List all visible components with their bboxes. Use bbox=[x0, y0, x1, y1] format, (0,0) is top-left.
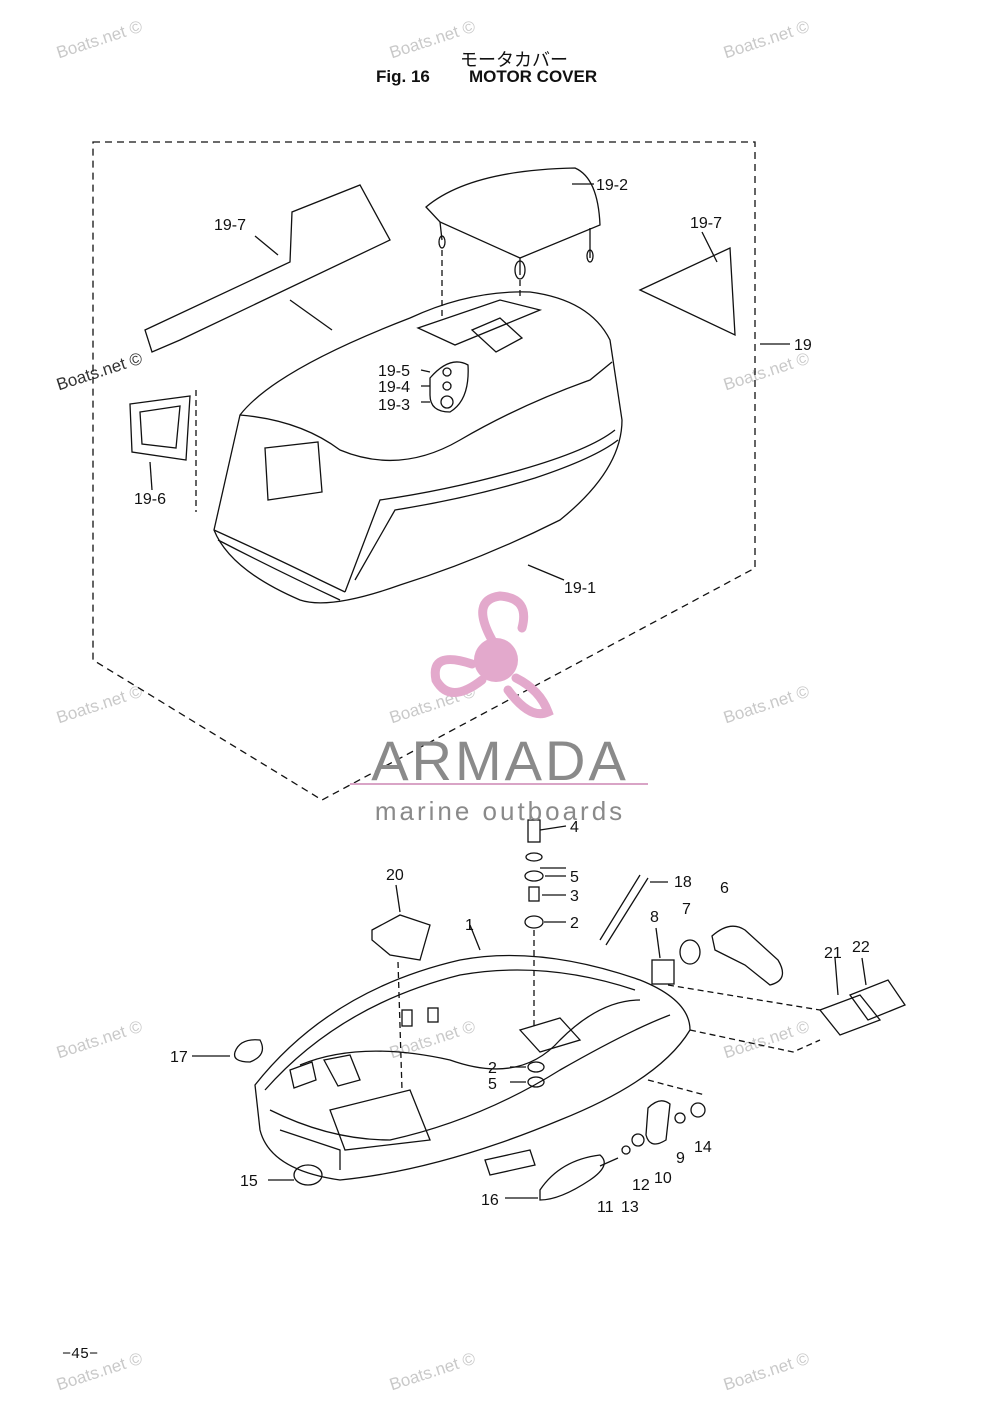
callout-4: 4 bbox=[570, 819, 579, 836]
brand-tagline: marine outboards bbox=[374, 796, 626, 826]
decal-right bbox=[638, 247, 736, 337]
callout-7: 7 bbox=[682, 901, 691, 918]
callout-17: 17 bbox=[170, 1049, 188, 1066]
brand-divider bbox=[350, 783, 648, 785]
assembly-boundary bbox=[92, 141, 756, 801]
title-japanese: モータカバー bbox=[460, 50, 568, 71]
callout-19-5: 19-5 bbox=[378, 363, 410, 380]
callout-18: 18 bbox=[674, 874, 692, 891]
callout-10: 10 bbox=[654, 1170, 672, 1187]
decal-left bbox=[144, 184, 391, 353]
callout-19-3: 19-3 bbox=[378, 397, 410, 414]
callout-13: 13 bbox=[621, 1199, 639, 1216]
callout-21: 21 bbox=[824, 945, 842, 962]
grommet bbox=[129, 395, 191, 461]
callout-2-bottom: 2 bbox=[488, 1060, 497, 1077]
callout-6: 6 bbox=[720, 880, 729, 897]
callout-1: 1 bbox=[465, 917, 474, 934]
callout-5-top: 5 bbox=[570, 869, 579, 886]
callout-19: 19 bbox=[794, 337, 812, 354]
callout-2-top: 2 bbox=[570, 915, 579, 932]
callout-14: 14 bbox=[694, 1139, 712, 1156]
callout-19-2: 19-2 bbox=[596, 177, 628, 194]
callout-16: 16 bbox=[481, 1192, 499, 1209]
callout-11: 11 bbox=[597, 1199, 614, 1216]
brand-name: ARMADA bbox=[371, 729, 629, 792]
bottom-cowl bbox=[254, 954, 691, 1181]
callout-12: 12 bbox=[632, 1177, 650, 1194]
callout-19-1: 19-1 bbox=[564, 580, 596, 597]
callout-9: 9 bbox=[676, 1150, 685, 1167]
propeller-icon bbox=[430, 591, 554, 719]
page-number: −45− bbox=[62, 1346, 99, 1363]
callout-20: 20 bbox=[386, 867, 404, 884]
callout-8: 8 bbox=[650, 909, 659, 926]
callout-3: 3 bbox=[570, 888, 579, 905]
callout-19-6: 19-6 bbox=[134, 491, 166, 508]
callout-5-bottom: 5 bbox=[488, 1076, 497, 1093]
figure-title: MOTOR COVER bbox=[469, 67, 598, 86]
figure-number: Fig. 16 bbox=[376, 67, 430, 86]
callout-22: 22 bbox=[852, 939, 870, 956]
motor-cover bbox=[213, 291, 623, 604]
callout-15: 15 bbox=[240, 1173, 258, 1190]
cover-cap bbox=[425, 167, 601, 259]
callout-19-7-right: 19-7 bbox=[690, 215, 722, 232]
callout-19-4: 19-4 bbox=[378, 379, 410, 396]
callout-19-7-left: 19-7 bbox=[214, 217, 246, 234]
